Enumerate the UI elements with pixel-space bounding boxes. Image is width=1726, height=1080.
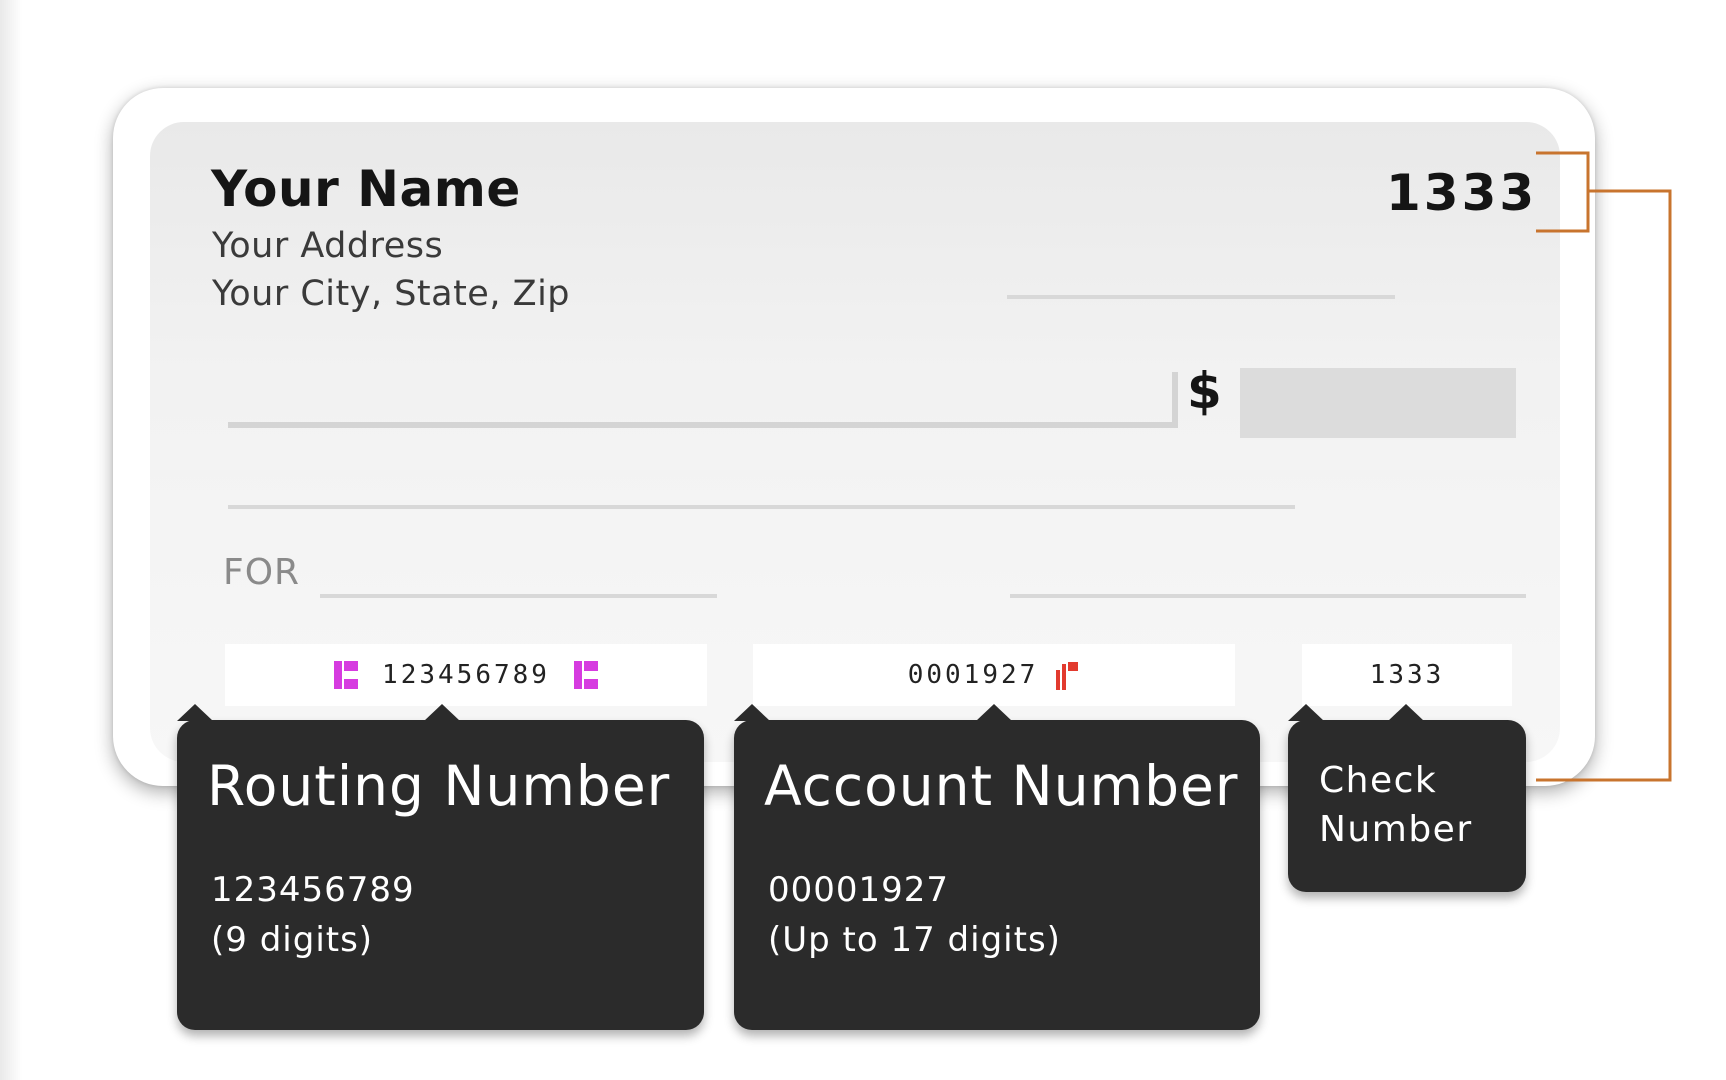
check-callout-title-line1: Check	[1319, 760, 1438, 801]
account-holder-name: Your Name	[211, 160, 521, 218]
account-callout-value: 00001927	[768, 870, 950, 910]
check-number-top: 1333	[1386, 164, 1538, 222]
payee-line	[228, 372, 1178, 428]
callout-pointer	[1388, 704, 1424, 721]
signature-line	[1010, 594, 1526, 598]
micr-check-field: 1333	[1302, 644, 1512, 706]
account-number-callout: Account Number 00001927 (Up to 17 digits…	[734, 704, 1260, 1030]
micr-account-field: 0001927	[753, 644, 1235, 706]
account-callout-note: (Up to 17 digits)	[768, 920, 1061, 960]
memo-line	[320, 594, 717, 598]
check-number-callout: Check Number	[1288, 704, 1526, 892]
dollar-sign: $	[1187, 362, 1222, 420]
micr-on-us-symbol-icon	[1056, 662, 1079, 690]
routing-number-callout: .callout.r::before{} Routing Number 1234…	[177, 704, 704, 1030]
micr-transit-symbol-icon	[573, 661, 598, 689]
page-edge-shadow	[0, 0, 22, 1080]
routing-callout-value: 123456789	[211, 870, 415, 910]
memo-label: FOR	[223, 552, 301, 593]
callout-pointer	[976, 704, 1012, 721]
amount-box	[1240, 368, 1516, 438]
amount-words-line	[228, 505, 1295, 509]
routing-callout-note: (9 digits)	[211, 920, 374, 960]
account-holder-city-state-zip: Your City, State, Zip	[212, 274, 571, 314]
account-callout-title: Account Number	[764, 754, 1239, 818]
callout-pointer	[424, 704, 460, 721]
check-callout-title-line2: Number	[1319, 809, 1473, 850]
account-holder-address: Your Address	[212, 226, 444, 266]
routing-callout-title: Routing Number	[207, 754, 671, 818]
micr-account-number: 0001927	[907, 660, 1039, 690]
micr-transit-symbol-icon	[334, 661, 359, 689]
micr-routing-number: 123456789	[382, 660, 550, 690]
date-line	[1007, 295, 1395, 299]
micr-check-number: 1333	[1369, 660, 1445, 690]
micr-routing-field: 123456789	[225, 644, 707, 706]
